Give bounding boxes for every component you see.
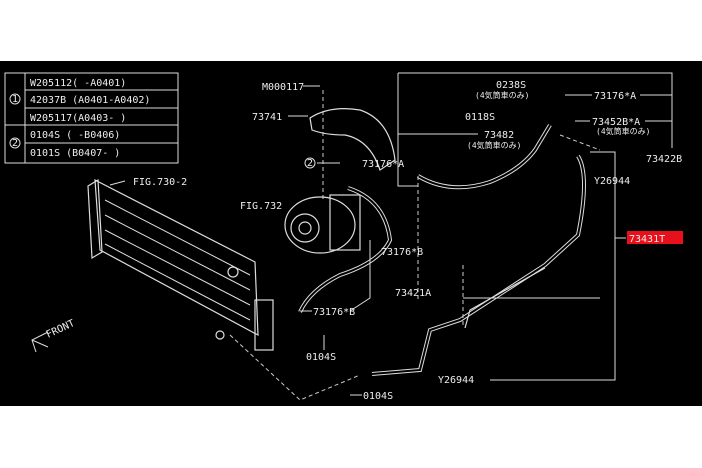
compressor-drawing [284, 194, 361, 254]
group1-circle-icon [9, 93, 21, 105]
label-front: FRONT [45, 318, 77, 341]
label-73176b-lower[interactable]: 73176*B [313, 307, 355, 318]
label-fig732[interactable]: FIG.732 [240, 201, 282, 212]
label-73482[interactable]: 73482 [484, 130, 514, 141]
label-73176a-right[interactable]: 73176*A [594, 91, 636, 102]
label-73176b-upper[interactable]: 73176*B [381, 247, 423, 258]
highlight-box [627, 231, 683, 244]
table-row: 0101S (B0407- ) [30, 148, 120, 159]
table-row: W205117(A0403- ) [30, 113, 126, 124]
front-arrow-icon [31, 331, 49, 353]
table-row: 0104S ( -B0406) [30, 130, 120, 141]
label-73422b[interactable]: 73422B [646, 154, 682, 165]
label-0104s-mid[interactable]: 0104S [306, 352, 336, 363]
label-fig730[interactable]: FIG.730-2 [133, 177, 187, 188]
note-0238s: (4気筒車のみ) [475, 90, 529, 100]
ref2-marker: 2 [307, 158, 313, 169]
label-73421a[interactable]: 73421A [395, 288, 431, 299]
table-row: 42037B (A0401-A0402) [30, 95, 150, 106]
label-0238s[interactable]: 0238S [496, 80, 526, 91]
label-73176a-left[interactable]: 73176*A [362, 159, 404, 170]
diagram-svg: 1 2 W205112( -A0401) 42037B (A0401-A0402… [4, 72, 683, 402]
label-m000117[interactable]: M000117 [262, 82, 304, 93]
label-y26944-right[interactable]: Y26944 [594, 176, 630, 187]
note-73482: (4気筒車のみ) [467, 140, 521, 150]
label-0118s[interactable]: 0118S [465, 112, 495, 123]
group1-marker: 1 [12, 94, 18, 105]
ref-circle-icon [304, 157, 316, 169]
label-73452b[interactable]: 73452B*A [592, 117, 640, 128]
table-row: W205112( -A0401) [30, 78, 126, 89]
group2-circle-icon [9, 137, 21, 149]
parts-diagram: 1 2 W205112( -A0401) 42037B (A0401-A0402… [0, 61, 702, 406]
label-y26944-bottom[interactable]: Y26944 [438, 375, 474, 386]
note-73452b: (4気筒車のみ) [596, 126, 650, 136]
label-73741[interactable]: 73741 [252, 112, 282, 123]
label-0104s-bottom[interactable]: 0104S [363, 391, 393, 402]
condenser-drawing [87, 178, 274, 351]
applicability-table: 1 2 W205112( -A0401) 42037B (A0401-A0402… [4, 72, 179, 164]
bracket-drawing [309, 108, 396, 171]
label-73431t-highlighted[interactable]: 73431T [629, 234, 665, 245]
group2-marker: 2 [12, 138, 18, 149]
